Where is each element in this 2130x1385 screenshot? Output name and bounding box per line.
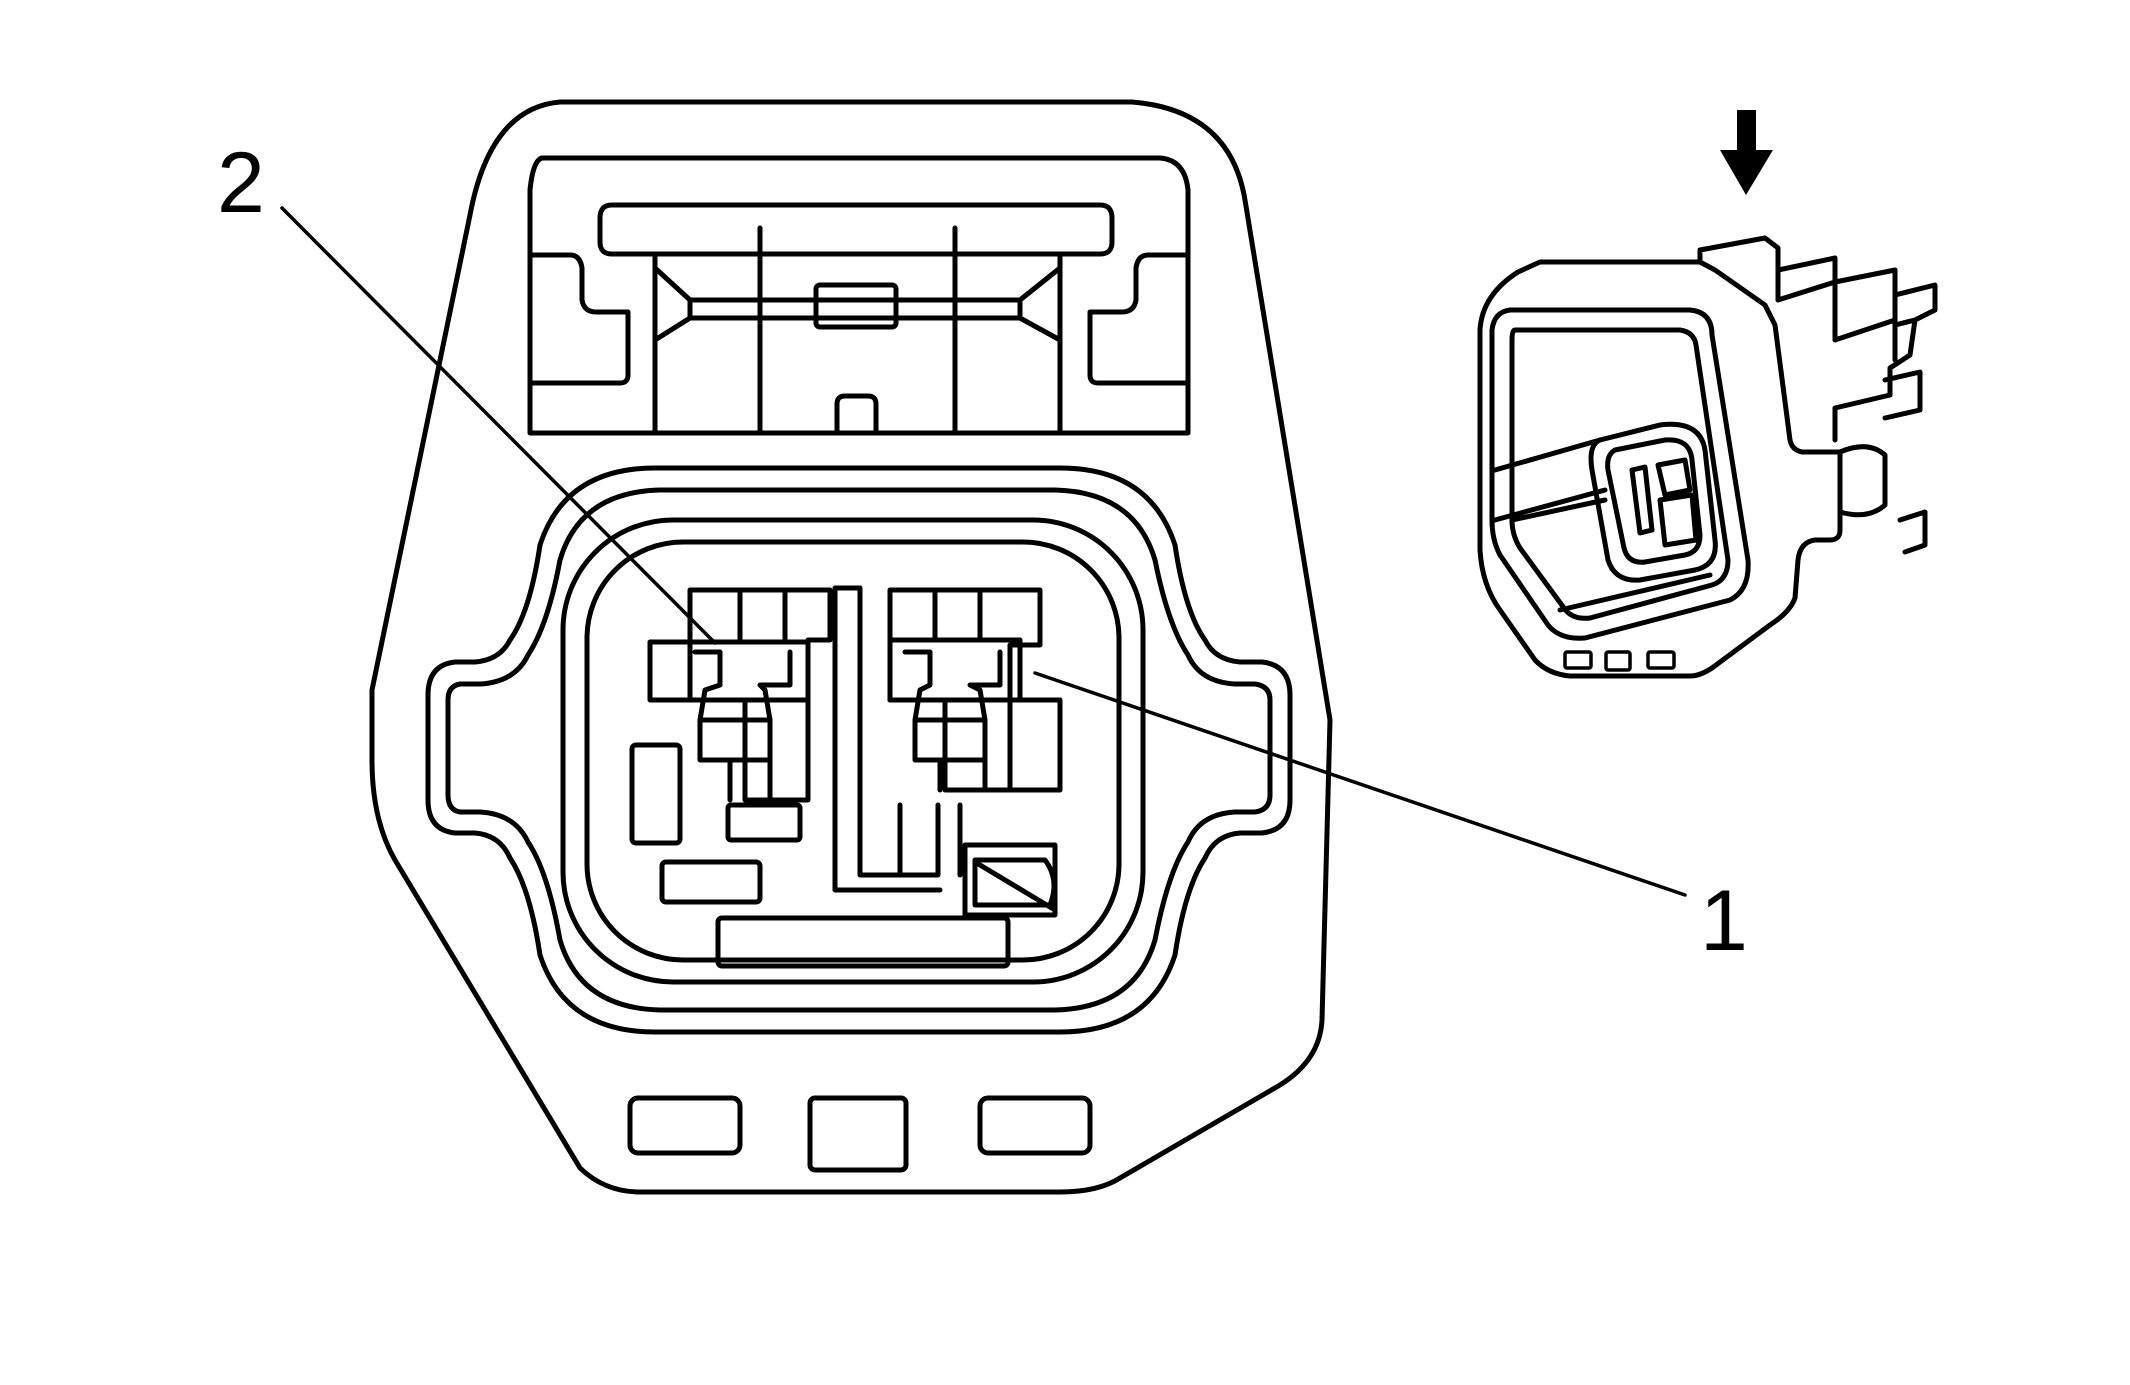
top-left-notch bbox=[527, 252, 631, 386]
latch-stub bbox=[834, 393, 879, 436]
callout-leader-2 bbox=[280, 206, 717, 645]
callout-leader-1 bbox=[1033, 671, 1687, 897]
polarization-key bbox=[962, 842, 1058, 918]
seal-ring-inner bbox=[584, 539, 1122, 963]
inset-window-left bbox=[1563, 650, 1593, 670]
inset-terminal-inner bbox=[1605, 437, 1703, 565]
inset-side-detail bbox=[1882, 369, 1928, 555]
top-right-notch bbox=[1087, 252, 1191, 386]
arrow-down-icon bbox=[1720, 110, 1773, 195]
inset-window-right bbox=[1646, 650, 1676, 670]
inset-side-tab bbox=[1837, 444, 1888, 518]
bottom-window-right bbox=[977, 1095, 1093, 1156]
bottom-window-left bbox=[627, 1095, 743, 1156]
bottom-slot-left bbox=[659, 859, 763, 905]
latch-bar bbox=[597, 202, 1115, 257]
inset-front-frame bbox=[1489, 307, 1751, 641]
top-frame bbox=[527, 155, 1191, 436]
inset-body bbox=[1477, 259, 1843, 679]
callout-label-1: 1 bbox=[1700, 873, 1748, 969]
mid-slot-left bbox=[725, 802, 803, 843]
terminal-cavity-left bbox=[647, 587, 833, 803]
bottom-window-center bbox=[807, 1095, 909, 1173]
side-slot-left bbox=[629, 742, 683, 846]
center-rib bbox=[832, 585, 963, 893]
callout-label-2: 2 bbox=[217, 135, 265, 231]
latch-frame bbox=[652, 225, 1063, 436]
inset-terminal-housing bbox=[1588, 421, 1718, 583]
inset-window-center bbox=[1604, 650, 1632, 672]
inset-terminal-pins bbox=[1629, 457, 1699, 548]
inset-inner-frame bbox=[1509, 327, 1731, 621]
flange-inner bbox=[445, 487, 1273, 1013]
connector-face-view bbox=[369, 99, 1333, 1195]
seal-ring-outer bbox=[560, 517, 1146, 985]
terminal-cavity-right bbox=[887, 587, 1063, 793]
bottom-key-block bbox=[715, 915, 1011, 969]
connector-isometric-view bbox=[1477, 235, 1938, 679]
inset-top-ribs bbox=[1697, 235, 1938, 443]
housing-outline bbox=[369, 99, 1333, 1195]
latch-center-block bbox=[813, 282, 899, 330]
inset-rails bbox=[1492, 437, 1713, 613]
mating-flange bbox=[425, 465, 1293, 1035]
